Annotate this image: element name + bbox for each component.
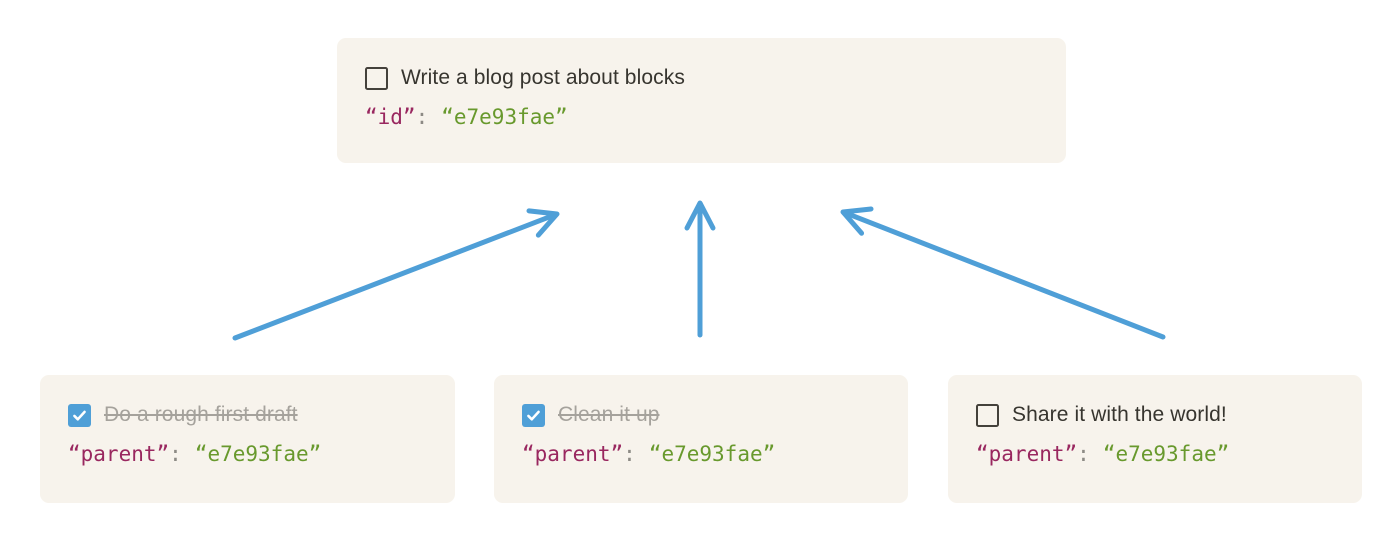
- code-key: “id”: [365, 105, 416, 129]
- checkbox-unchecked[interactable]: [976, 403, 999, 427]
- todo-row: Clean it up: [522, 402, 880, 428]
- arrow-head-icon: [526, 208, 560, 238]
- child-task-card-2: Clean it up “parent”: “e7e93fae”: [494, 375, 908, 503]
- block-id-code: “id”: “e7e93fae”: [365, 104, 1038, 130]
- block-parent-code: “parent”: “e7e93fae”: [68, 441, 427, 467]
- code-separator: :: [1077, 442, 1090, 466]
- arrow-line: [232, 212, 558, 341]
- todo-title: Write a blog post about blocks: [401, 66, 685, 89]
- block-parent-code: “parent”: “e7e93fae”: [522, 441, 880, 467]
- todo-title: Clean it up: [558, 403, 660, 426]
- child-task-card-1: Do a rough first draft “parent”: “e7e93fa…: [40, 375, 455, 503]
- code-value: “e7e93fae”: [441, 105, 568, 129]
- child-task-card-3: Share it with the world! “parent”: “e7e93…: [948, 375, 1362, 503]
- checkbox-checked[interactable]: [68, 403, 91, 427]
- code-value: “e7e93fae”: [1102, 442, 1230, 466]
- todo-row: Do a rough first draft: [68, 402, 427, 428]
- arrow-head-icon: [840, 206, 874, 236]
- code-separator: :: [169, 442, 182, 466]
- check-icon: [527, 410, 540, 421]
- todo-title: Share it with the world!: [1012, 403, 1227, 426]
- arrow-head-icon: [684, 200, 716, 231]
- code-key: “parent”: [976, 442, 1078, 466]
- block-parent-code: “parent”: “e7e93fae”: [976, 441, 1334, 467]
- code-separator: :: [415, 105, 429, 129]
- code-key: “parent”: [522, 442, 624, 466]
- arrow-line: [842, 210, 1166, 340]
- parent-task-card: Write a blog post about blocks “id”: “e7e…: [337, 38, 1066, 163]
- check-icon: [73, 410, 86, 421]
- checkbox-checked[interactable]: [522, 403, 545, 427]
- code-value: “e7e93fae”: [648, 442, 776, 466]
- todo-row: Write a blog post about blocks: [365, 65, 1038, 91]
- code-key: “parent”: [68, 442, 170, 466]
- checkbox-unchecked[interactable]: [365, 66, 388, 90]
- code-separator: :: [623, 442, 636, 466]
- todo-row: Share it with the world!: [976, 402, 1334, 428]
- code-value: “e7e93fae”: [194, 442, 322, 466]
- todo-title: Do a rough first draft: [104, 403, 298, 426]
